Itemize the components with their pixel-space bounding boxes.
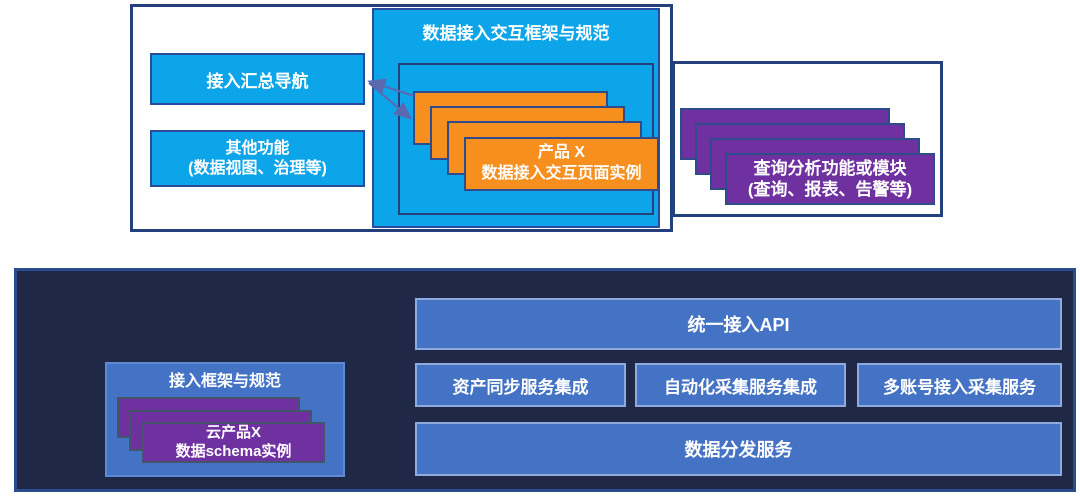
access-framework-title: 接入框架与规范 xyxy=(168,373,281,390)
top-outer-frame xyxy=(130,4,673,232)
schema-instance-card-front: 云产品X 数据schema实例 xyxy=(142,422,325,463)
access-summary-nav-box: 接入汇总导航 xyxy=(150,53,365,105)
product-instance-card-label: 产品 X 数据接入交互页面实例 xyxy=(481,144,642,182)
multi-account-collection-service-box: 多账号接入采集服务 xyxy=(857,363,1062,407)
interaction-framework-panel-title: 数据接入交互框架与规范 xyxy=(422,23,610,43)
query-module-card-front: 查询分析功能或模块 (查询、报表、告警等) xyxy=(725,153,935,205)
other-functions-box: 其他功能 (数据视图、治理等) xyxy=(150,130,365,187)
automated-collection-service-box: 自动化采集服务集成 xyxy=(635,363,846,407)
query-module-card-label: 查询分析功能或模块 (查询、报表、告警等) xyxy=(747,158,913,199)
schema-instance-card-label: 云产品X 数据schema实例 xyxy=(175,423,292,460)
other-functions-label: 其他功能 (数据视图、治理等) xyxy=(188,139,327,177)
product-instance-card-front: 产品 X 数据接入交互页面实例 xyxy=(464,137,659,191)
asset-sync-service-box: 资产同步服务集成 xyxy=(415,363,626,407)
unified-api-bar: 统一接入API xyxy=(415,298,1062,350)
data-distribution-bar: 数据分发服务 xyxy=(415,422,1062,476)
query-module-frame xyxy=(672,61,943,217)
